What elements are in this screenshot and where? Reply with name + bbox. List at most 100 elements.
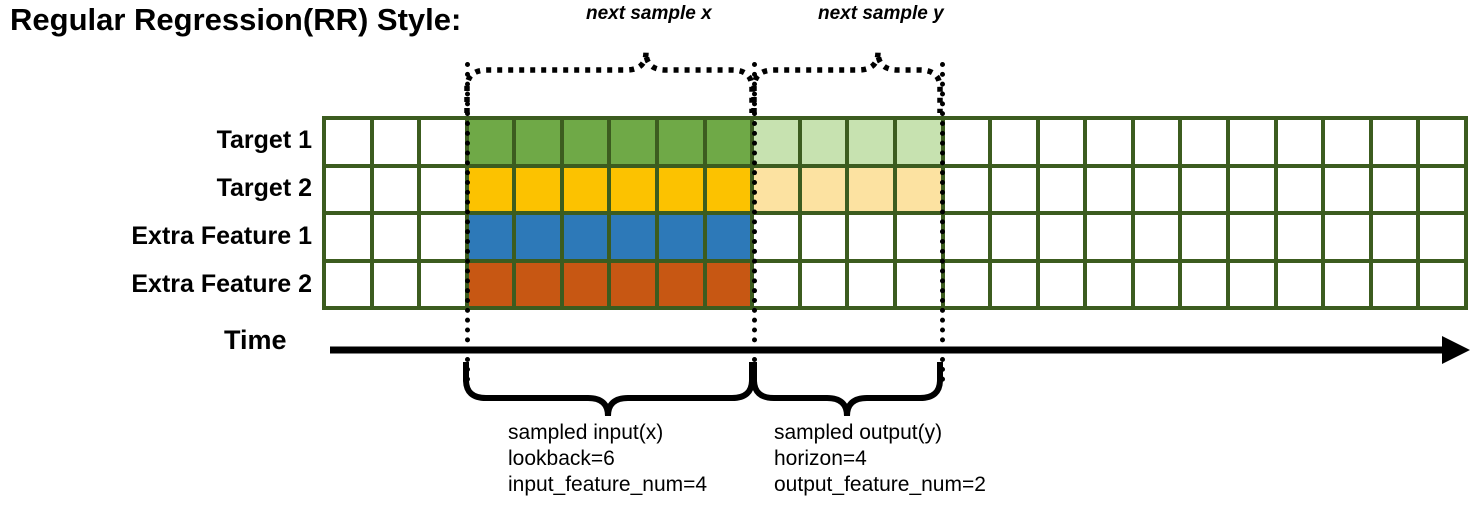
grid-cell [373, 120, 418, 164]
grid-cell [1277, 120, 1322, 164]
caption-input-line-1: sampled input(x) [508, 421, 664, 444]
grid-cell [896, 262, 941, 306]
grid-cell [944, 215, 989, 259]
grid-cell [468, 215, 513, 259]
grid-cell [421, 167, 465, 211]
row-label-target-1: Target 1 [216, 126, 312, 154]
grid-cell [1134, 215, 1179, 259]
grid-cell [1087, 120, 1131, 164]
caption-output-line-3: output_feature_num=2 [774, 473, 986, 496]
grid-cell [849, 167, 893, 211]
grid-cell [1325, 215, 1369, 259]
caption-output-line-2: horizon=4 [774, 447, 867, 470]
grid-cell [754, 262, 798, 306]
grid-cell [1039, 215, 1084, 259]
timeseries-grid [322, 116, 1468, 310]
grid-cell [754, 215, 798, 259]
grid-cell [1277, 215, 1322, 259]
grid-cell [1229, 120, 1274, 164]
grid-cell [1134, 262, 1179, 306]
grid-cell [659, 262, 703, 306]
grid-cell [611, 167, 656, 211]
grid-cell [611, 215, 656, 259]
grid-cell [326, 120, 370, 164]
grid-row-target-1 [326, 120, 1464, 164]
grid-cell [421, 215, 465, 259]
grid-cell [516, 167, 560, 211]
grid-cell [421, 120, 465, 164]
grid-cell [1372, 262, 1417, 306]
time-axis-arrow [330, 336, 1470, 364]
grid-cell [1372, 120, 1417, 164]
grid-cell [1182, 120, 1226, 164]
grid-cell [944, 120, 989, 164]
grid-cell [373, 215, 418, 259]
grid-row-extra-feature-2 [326, 262, 1464, 306]
grid-cell [326, 167, 370, 211]
grid-cell [516, 215, 560, 259]
grid-cell [706, 120, 751, 164]
grid-cell [944, 167, 989, 211]
grid-cell [468, 120, 513, 164]
row-label-extra-feature-1: Extra Feature 1 [131, 222, 312, 250]
grid-cell [801, 167, 846, 211]
grid-cell [801, 262, 846, 306]
grid-cell [1229, 167, 1274, 211]
grid-cell [1325, 167, 1369, 211]
grid-cell [468, 167, 513, 211]
grid-cell [659, 167, 703, 211]
grid-cell [992, 167, 1036, 211]
grid-cell [1134, 120, 1179, 164]
grid-cell [754, 120, 798, 164]
grid-cell [1325, 120, 1369, 164]
grid-cell [706, 167, 751, 211]
grid-cell [659, 120, 703, 164]
grid-cell [896, 167, 941, 211]
grid-cell [421, 262, 465, 306]
caption-output-line-1: sampled output(y) [774, 421, 943, 444]
grid-cell [801, 215, 846, 259]
grid-cell [992, 215, 1036, 259]
grid-cell [1087, 167, 1131, 211]
grid-row-extra-feature-1 [326, 215, 1464, 259]
row-label-target-2: Target 2 [216, 174, 312, 202]
caption-input-line-3: input_feature_num=4 [508, 473, 708, 496]
page-title: Regular Regression(RR) Style: [10, 2, 462, 37]
grid-cell [659, 215, 703, 259]
guide-line-input-end [752, 62, 757, 382]
grid-cell [611, 262, 656, 306]
grid-cell [896, 120, 941, 164]
grid-cell [1134, 167, 1179, 211]
grid-cell [563, 215, 608, 259]
row-label-extra-feature-2: Extra Feature 2 [131, 270, 312, 298]
grid-cell [849, 262, 893, 306]
grid-cell [1277, 262, 1322, 306]
grid-row-target-2 [326, 167, 1464, 211]
grid-cell [1420, 167, 1464, 211]
grid-cell [801, 120, 846, 164]
grid-cell [896, 215, 941, 259]
caption-sampled-input: sampled input(x) lookback=6 input_featur… [508, 420, 707, 498]
grid-cell [944, 262, 989, 306]
guide-line-output-end [940, 62, 945, 382]
grid-cell [1182, 215, 1226, 259]
grid-cell [611, 120, 656, 164]
grid-cell [1087, 262, 1131, 306]
grid-cell [1039, 120, 1084, 164]
grid-cell [373, 167, 418, 211]
grid-cell [563, 120, 608, 164]
grid-cell [1420, 215, 1464, 259]
grid-cell [849, 215, 893, 259]
grid-cell [1420, 262, 1464, 306]
grid-cell [516, 262, 560, 306]
grid-cell [326, 262, 370, 306]
grid-cell [1325, 262, 1369, 306]
grid-cell [1420, 120, 1464, 164]
grid-cell [1182, 167, 1226, 211]
grid-cell [1182, 262, 1226, 306]
grid-cell [1229, 262, 1274, 306]
guide-line-input-start [465, 62, 470, 382]
grid-cell [1087, 215, 1131, 259]
grid-cell [563, 262, 608, 306]
